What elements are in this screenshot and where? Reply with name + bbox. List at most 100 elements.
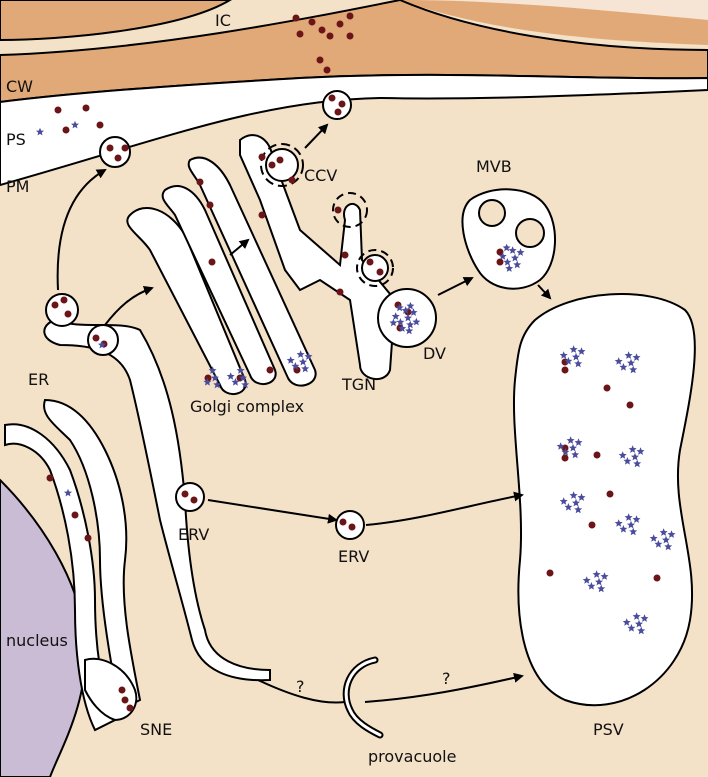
dot-icon [588,521,596,529]
star-icon [662,535,670,544]
mvb-inner-vesicle [515,218,545,248]
label-question-right: ? [442,669,451,688]
label-golgi-complex: Golgi complex [190,397,304,416]
protein-storage-vacuole [512,292,696,707]
label-erv-left: ERV [178,525,209,544]
star-icon [395,303,404,312]
star-icon [299,357,307,366]
star-icon [556,442,565,450]
star-icon [619,363,628,371]
dot-icon [328,94,336,102]
dot-icon [346,32,354,40]
periplasmic-space [0,73,708,187]
star-icon [572,498,580,507]
dot-icon [204,374,212,382]
star-icon [631,452,639,461]
dot-icon [92,334,100,342]
star-icon [286,356,295,364]
outside-region [0,0,708,20]
dot-icon [334,108,342,116]
star-icon [627,520,635,529]
star-icon [569,443,577,452]
star-icon [629,527,638,536]
dot-icon [293,366,301,374]
star-icon [667,530,676,538]
star-icon [516,248,525,256]
dot-icon [308,18,316,26]
label-tgn: TGN [341,375,376,394]
star-icon [98,340,106,349]
star-icon [633,459,642,468]
star-icon [304,352,313,360]
label-cw: CW [6,77,33,96]
dot-icon [258,153,266,161]
star-icon [614,519,623,527]
dot-icon [258,211,266,219]
dot-icon [561,454,569,462]
label-ccv: CCV [304,166,337,185]
endoplasmic-reticulum [43,318,271,682]
dot-icon [190,496,198,504]
star-icon [208,366,217,374]
star-icon [595,577,603,586]
dot-icon [336,288,344,296]
dot-icon [336,20,344,28]
star-icon [296,350,305,358]
star-icon [619,525,628,533]
star-icon [513,260,522,269]
star-icon [574,505,583,514]
star-icon [511,253,519,262]
star-icon [587,582,596,590]
star-icon [498,252,507,260]
golgi-cisterna-3 [187,156,317,387]
star-icon [236,366,245,374]
star-icon [239,373,247,382]
dot-icon [346,12,354,20]
star-icon [396,318,405,326]
star-icon [574,359,583,368]
star-icon [404,313,412,322]
dot-icon [496,248,504,256]
dot-icon [196,178,204,186]
star-icon [405,326,414,335]
arrow-icon [437,277,474,296]
star-icon [622,618,631,626]
dot-icon [71,511,79,519]
label-ic: IC [215,11,231,30]
er-vesicle-2 [87,324,119,356]
star-icon [71,120,79,129]
arrow-icon [56,169,107,291]
star-icon [577,493,586,501]
star-icon [623,457,632,465]
star-icon [291,362,300,370]
star-icon [505,264,514,272]
star-icon [559,497,568,505]
label-provacuole: provacuole [368,747,456,766]
cargo-markers [36,12,676,712]
star-icon [569,491,578,499]
dot-icon [296,30,304,38]
upper-cell-wall [0,0,232,42]
mvb-inner-vesicle [478,199,506,227]
star-icon [406,301,415,310]
dot-icon [206,201,214,209]
dot-icon [51,301,59,309]
star-icon [649,534,658,542]
star-icon [203,378,212,386]
star-icon [503,258,512,266]
dot-icon [288,176,296,184]
dot-icon [366,258,374,266]
star-icon [401,306,410,314]
star-icon [391,312,400,320]
star-icon [211,373,219,382]
dot-icon [334,206,342,214]
star-icon [226,372,235,380]
arrow-icon [257,679,346,704]
dot-icon [84,534,92,542]
star-icon [406,320,415,329]
star-icon [614,357,623,365]
dot-icon [268,161,276,169]
dot-icon [606,490,614,498]
upper-right-wall [230,0,708,45]
